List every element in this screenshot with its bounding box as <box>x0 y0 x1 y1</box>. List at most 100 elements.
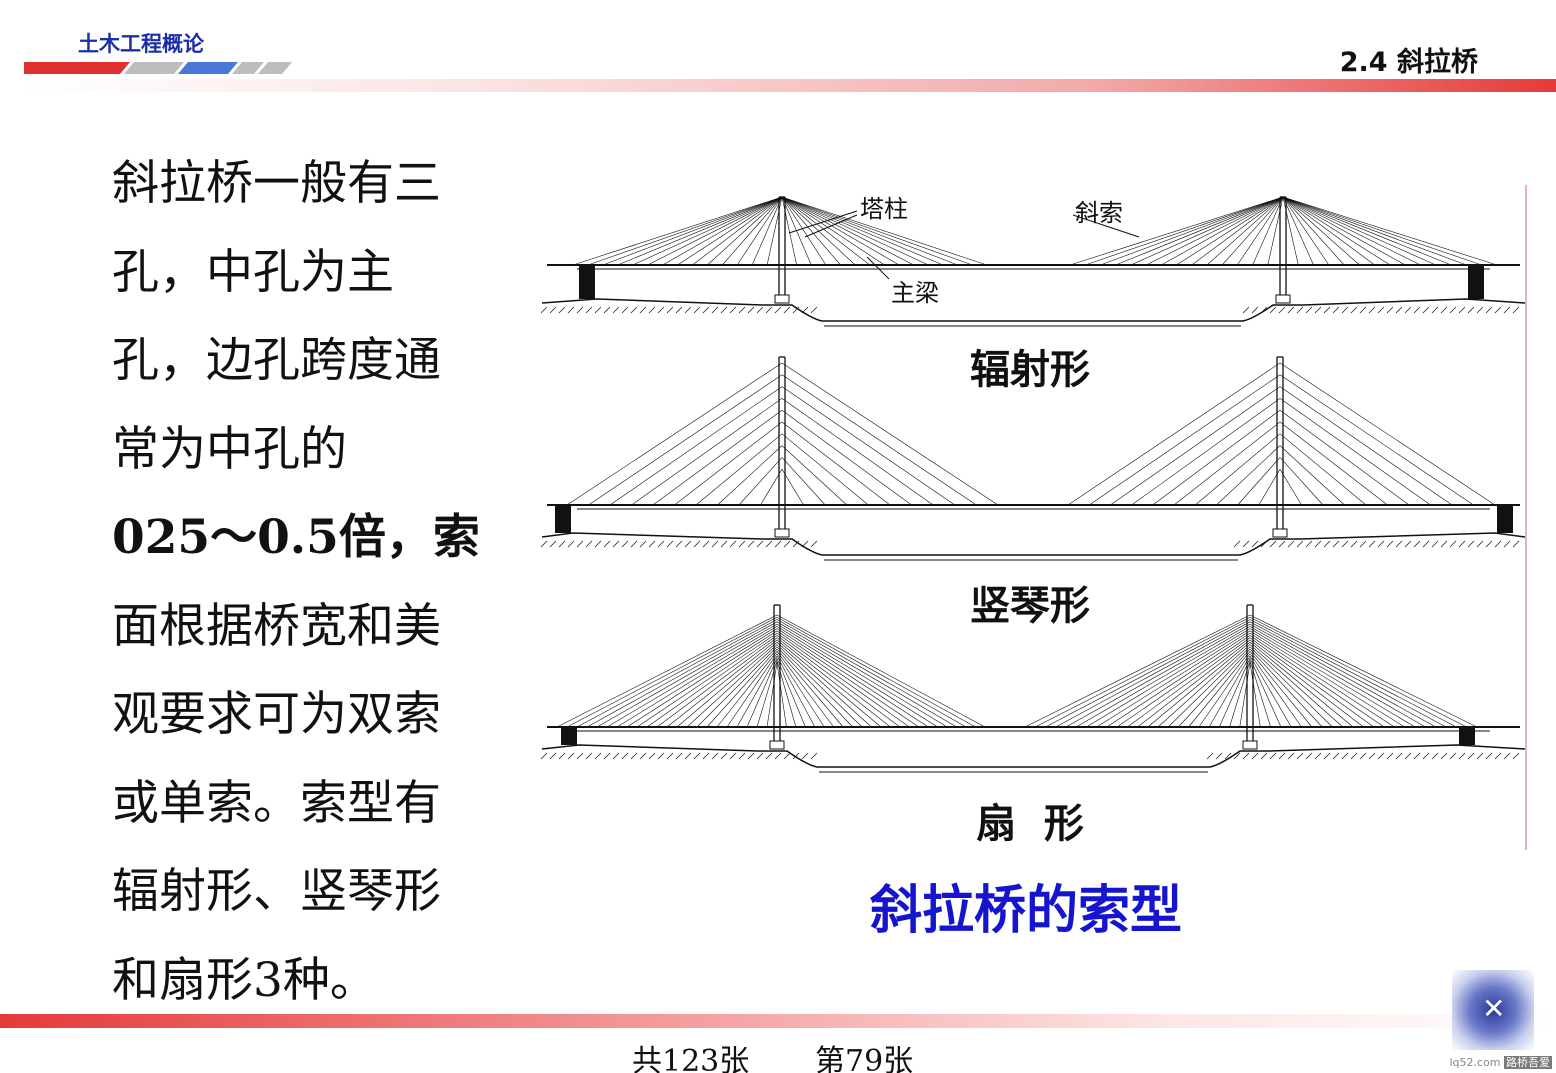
stay-cable <box>781 196 885 266</box>
stay-cable <box>1237 196 1284 266</box>
stay-cable <box>587 196 783 266</box>
ground-hatch <box>567 540 575 548</box>
ground-hatch <box>729 752 737 760</box>
ground-hatch <box>576 306 584 314</box>
stay-cable <box>717 445 783 506</box>
stay-cable <box>1279 469 1302 506</box>
stay-cable <box>1279 374 1474 506</box>
pylon-right-footing <box>1275 294 1291 304</box>
ground-hatch <box>1323 540 1331 548</box>
ground-hatch <box>801 752 809 760</box>
ground-hatch <box>1458 540 1466 548</box>
stay-cable <box>1249 646 1333 728</box>
ground-hatch <box>1377 540 1385 548</box>
ground-hatch <box>801 540 809 548</box>
abutment-left <box>555 505 571 533</box>
body-line-6: 面根据桥宽和美 <box>112 598 441 654</box>
stay-cable <box>1279 362 1496 506</box>
stay-cable <box>1282 196 1314 266</box>
ground-hatch <box>558 540 566 548</box>
slide-nav-button[interactable]: ✕ <box>1452 970 1534 1050</box>
ground-hatch <box>567 306 575 314</box>
stay-cable <box>1145 196 1284 266</box>
stay-cable <box>1249 662 1261 728</box>
body-line-5: 025～0.5倍，索 <box>112 494 512 583</box>
stay-cable <box>1085 196 1284 266</box>
stay-cable <box>1249 658 1282 728</box>
stay-cable <box>1279 445 1345 506</box>
ground-hatch <box>675 306 683 314</box>
ground-hatch <box>693 752 701 760</box>
ground-hatch <box>648 752 656 760</box>
stay-cable <box>1086 628 1251 728</box>
stay-cable <box>1065 623 1251 728</box>
pylon-left-footing <box>769 740 785 750</box>
ground-hatch <box>765 540 773 548</box>
ground-hatch <box>630 752 638 760</box>
stay-cable <box>1239 662 1251 728</box>
stay-cable <box>1110 386 1281 506</box>
type-label-fan: 扇 形 <box>976 801 1084 847</box>
stay-cable <box>631 398 783 506</box>
ground-hatch <box>792 540 800 548</box>
ground-hatch <box>1449 752 1457 760</box>
ground-hatch <box>810 540 818 548</box>
stay-cable <box>656 637 778 728</box>
stay-cable <box>1229 660 1251 728</box>
ground-hatch <box>783 540 791 548</box>
ground-hatch <box>540 306 548 314</box>
ground-hatch <box>621 306 629 314</box>
stay-cable <box>677 196 783 266</box>
ground-hatch <box>1404 752 1412 760</box>
stay-cable <box>1195 433 1281 506</box>
ground-hatch <box>693 540 701 548</box>
stay-cable <box>1115 196 1284 266</box>
ground-hatch <box>1251 540 1259 548</box>
label-pylon: 塔柱 <box>860 195 908 223</box>
stay-cable <box>781 196 929 266</box>
ground-hatch <box>1332 540 1340 548</box>
stay-cable <box>781 196 988 266</box>
stay-cable <box>781 196 944 266</box>
stay-cable <box>576 619 778 728</box>
ground-hatch <box>1278 306 1286 314</box>
stay-cable <box>692 196 783 266</box>
ground-hatch <box>810 306 818 314</box>
stay-cable <box>776 617 976 728</box>
ground-hatch <box>1422 306 1430 314</box>
stay-cable <box>1249 642 1354 728</box>
ground-hatch <box>1512 752 1520 760</box>
header-bar-blue <box>178 62 238 74</box>
ground-hatch <box>1251 306 1259 314</box>
ground-hatch <box>684 752 692 760</box>
pylon-left-footing <box>774 294 790 304</box>
ground-hatch <box>1440 752 1448 760</box>
stay-cable <box>766 196 783 266</box>
stay-cable <box>1249 639 1364 728</box>
ground-hatch <box>639 752 647 760</box>
ground-hatch <box>1314 306 1322 314</box>
ground-hatch <box>810 752 818 760</box>
body-line-2: 孔，中孔为主 <box>112 244 394 300</box>
ground-hatch <box>792 306 800 314</box>
ground-hatch <box>1368 306 1376 314</box>
ground-hatch <box>540 752 548 760</box>
stay-cable <box>776 662 787 728</box>
ground-hatch <box>1413 540 1421 548</box>
stay-cable <box>736 196 783 266</box>
ground-hatch <box>1269 752 1277 760</box>
stay-cable <box>766 662 778 728</box>
stay-cable <box>1279 398 1431 506</box>
stay-cable <box>1116 635 1251 728</box>
stay-cable <box>781 362 999 506</box>
stay-cable <box>646 635 778 728</box>
stay-cable <box>781 457 826 506</box>
stay-cable <box>1055 621 1251 728</box>
stay-cable <box>776 635 901 728</box>
stay-cable <box>1130 196 1284 266</box>
stay-cable <box>726 653 778 728</box>
ground-hatch <box>1260 306 1268 314</box>
stay-cable <box>776 626 938 728</box>
header-bar <box>24 62 292 74</box>
ground-hatch <box>1395 540 1403 548</box>
